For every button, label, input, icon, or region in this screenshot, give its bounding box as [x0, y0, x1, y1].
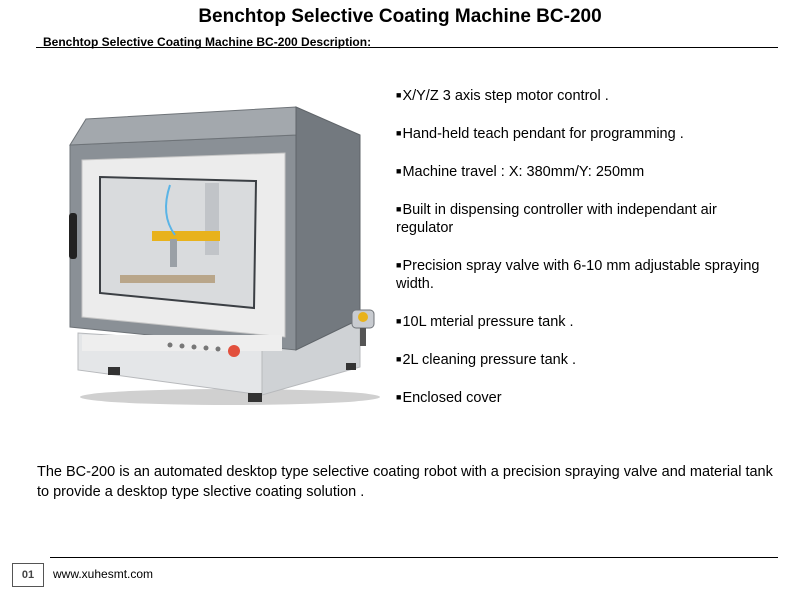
- feature-item: ■10L mterial pressure tank .: [396, 314, 574, 330]
- feature-item: ■Enclosed cover: [396, 390, 502, 406]
- bullet-icon: ■: [396, 392, 402, 402]
- product-description: The BC-200 is an automated desktop type …: [37, 464, 773, 500]
- feature-list: ■X/Y/Z 3 axis step motor control . ■Hand…: [396, 86, 776, 426]
- feature-item: ■Machine travel : X: 380mm/Y: 250mm: [396, 164, 645, 180]
- page-title: Benchtop Selective Coating Machine BC-20…: [198, 6, 602, 27]
- bullet-icon: ■: [396, 166, 402, 176]
- bullet-icon: ■: [396, 316, 402, 326]
- section-subtitle: Benchtop Selective Coating Machine BC-20…: [43, 35, 372, 49]
- feature-item: ■Built in dispensing controller with ind…: [396, 202, 717, 236]
- page-number: 01: [12, 563, 44, 587]
- feature-item: ■Precision spray valve with 6-10 mm adju…: [396, 258, 760, 292]
- bullet-icon: ■: [396, 128, 402, 138]
- website-link[interactable]: www.xuhesmt.com: [53, 567, 154, 581]
- bullet-icon: ■: [396, 90, 402, 100]
- footer-divider: [50, 557, 778, 558]
- header-divider: [36, 47, 778, 48]
- bullet-icon: ■: [396, 204, 402, 214]
- feature-item: ■2L cleaning pressure tank .: [396, 352, 577, 368]
- bullet-icon: ■: [396, 260, 402, 270]
- bullet-icon: ■: [396, 354, 402, 364]
- feature-item: ■X/Y/Z 3 axis step motor control .: [396, 88, 609, 104]
- machine-image: [69, 106, 380, 405]
- feature-item: ■Hand-held teach pendant for programming…: [396, 126, 684, 142]
